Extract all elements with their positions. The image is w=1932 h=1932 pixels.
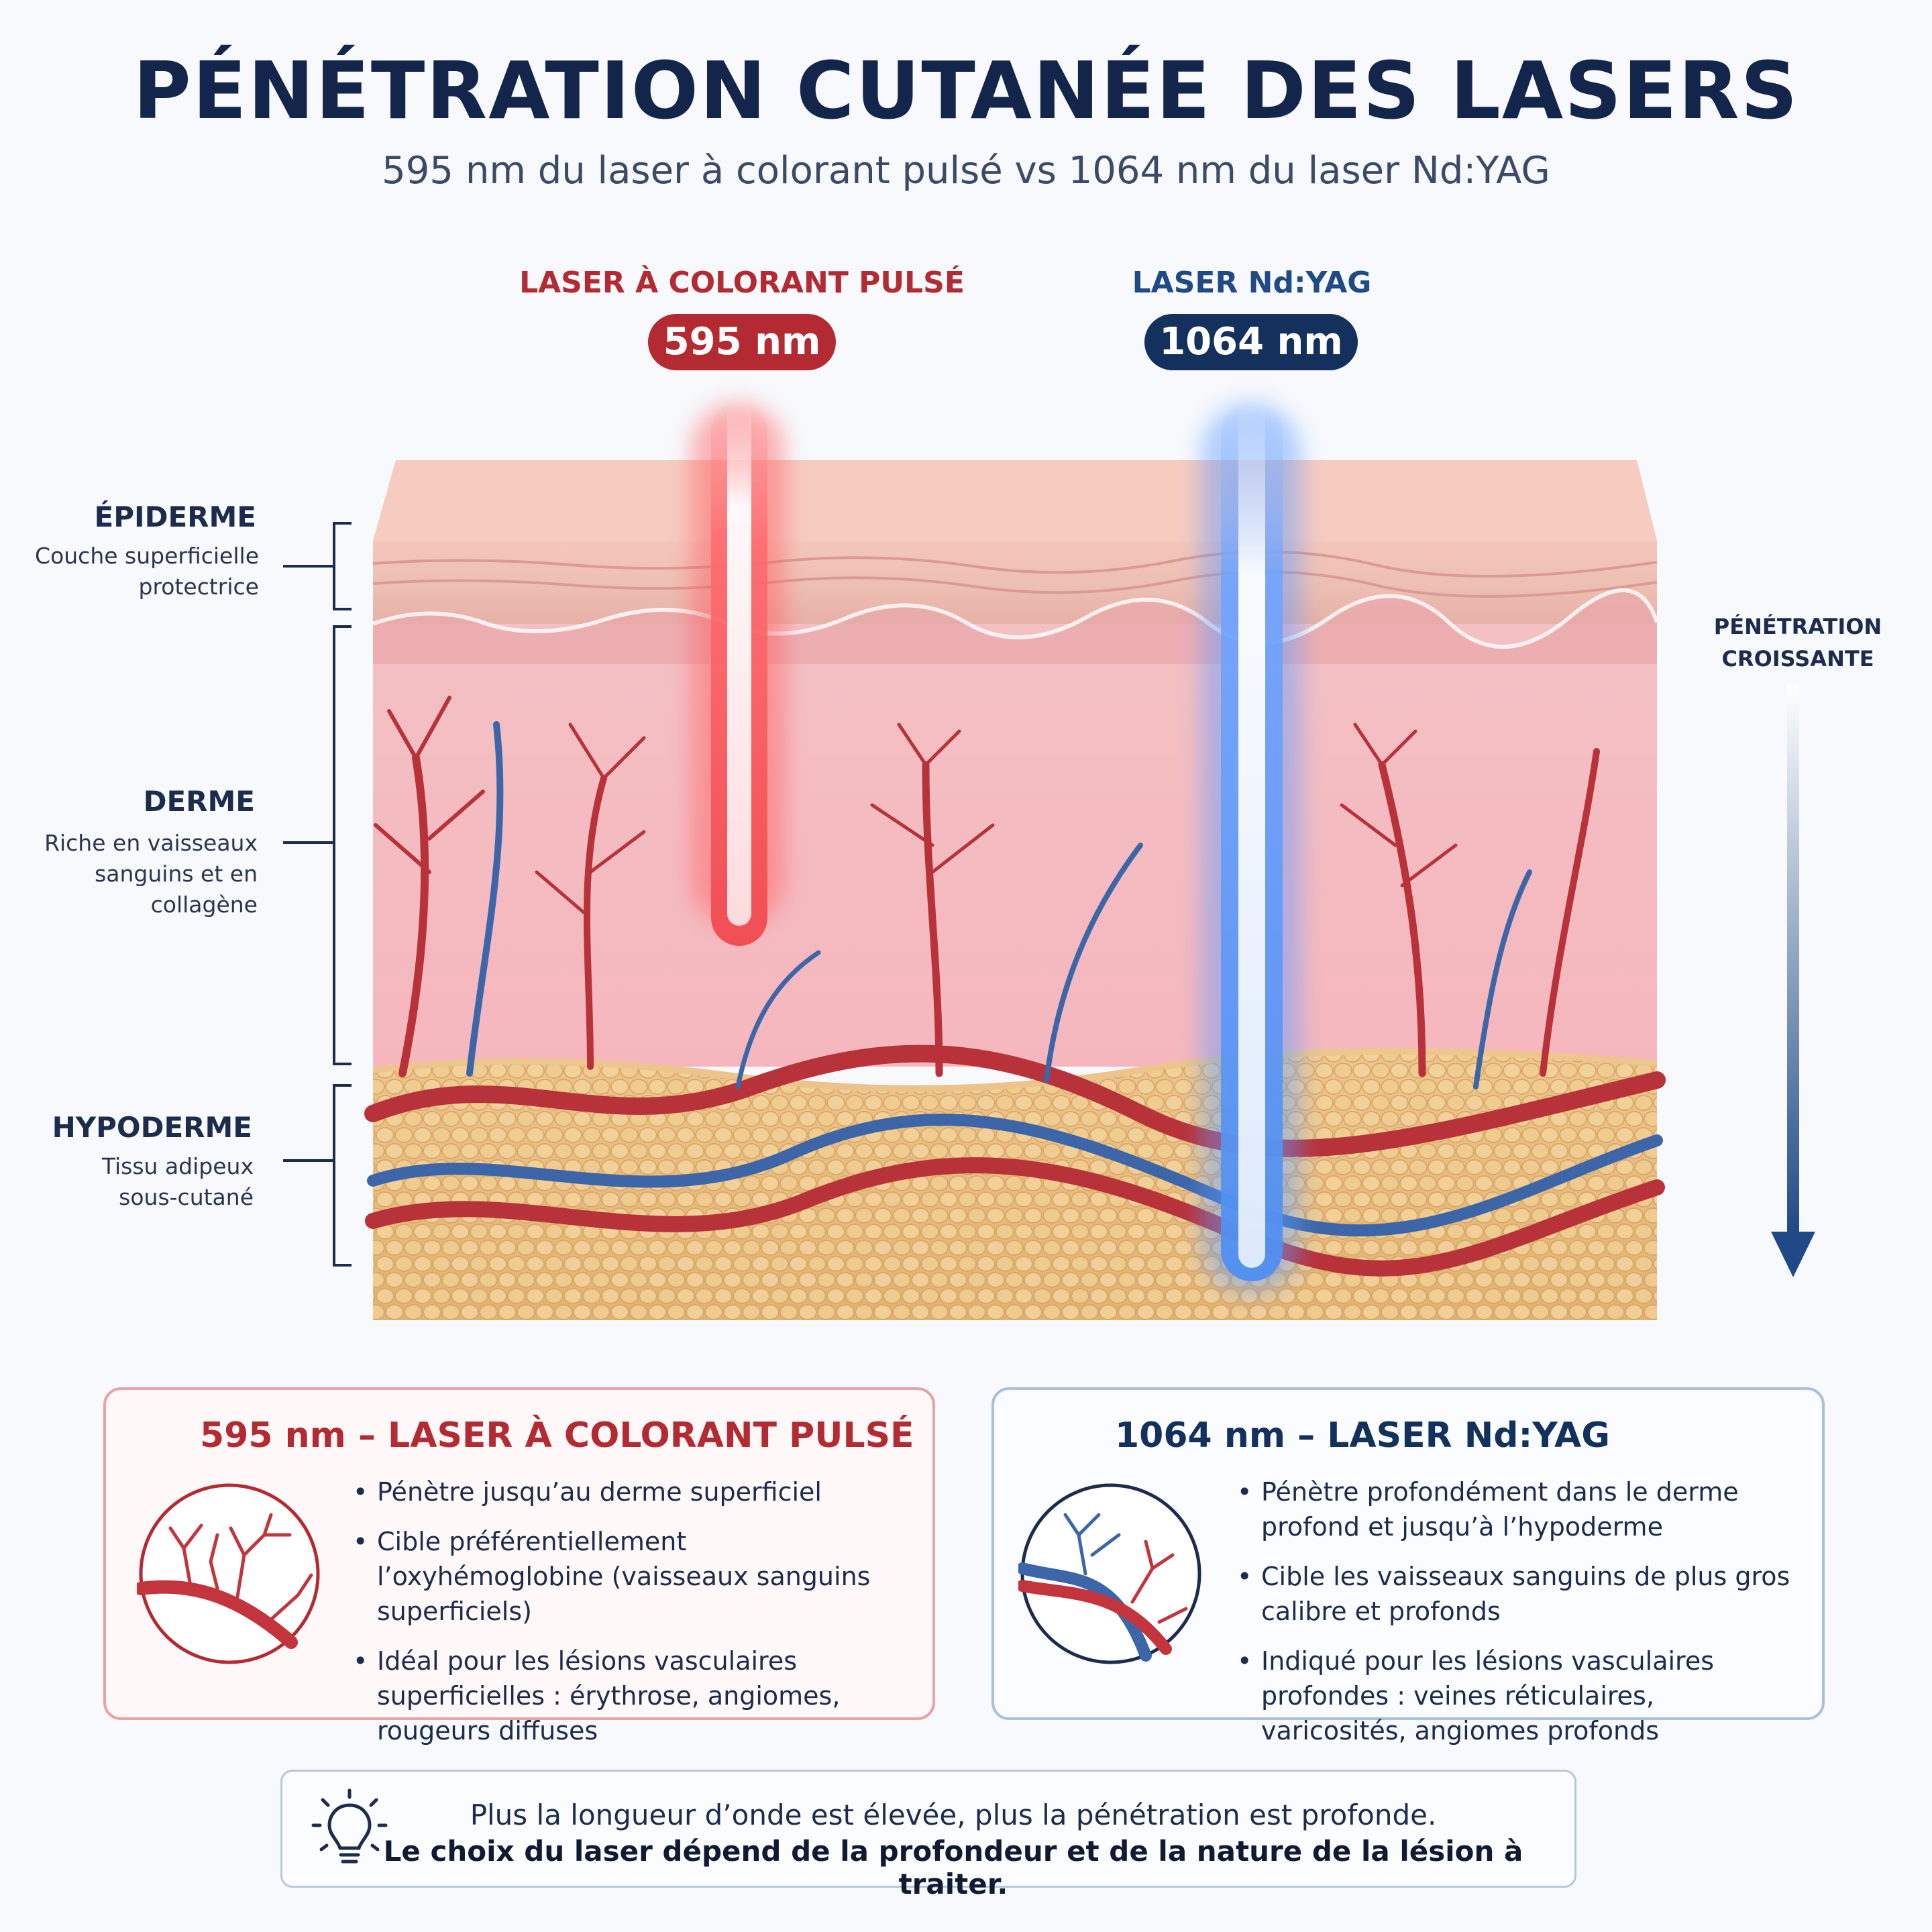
arrow-down-icon (1771, 684, 1815, 1277)
epiderme-layer (373, 541, 1657, 624)
pdl-wavelength-badge: 595 nm (648, 314, 836, 370)
layer-brackets (283, 522, 352, 1267)
penetration-label-line1: PÉNÉTRATION (1713, 614, 1882, 639)
pdl-bullet-list: Pénètre jusqu’au derme superficiel Cible… (353, 1474, 910, 1763)
hypoderme-desc-line2: sous-cutané (119, 1184, 254, 1210)
ndyag-laser-beam (1201, 402, 1301, 1295)
pdl-card-title: 595 nm – LASER À COLORANT PULSÉ (200, 1415, 914, 1456)
derme-desc-line2: sanguins et en (95, 861, 258, 887)
pdl-bullet-2: Cible préférentiellement l’oxyhémoglobin… (353, 1524, 910, 1629)
superficial-vessels-icon (137, 1483, 320, 1664)
epiderme-desc-line1: Couche superficielle (35, 543, 259, 569)
blood-vessels (364, 696, 1666, 1277)
ndyag-wavelength-badge: 1064 nm (1144, 314, 1358, 370)
ndyag-bullet-1: Pénètre profondément dans le derme profo… (1237, 1474, 1801, 1544)
page-title: PÉNÉTRATION CUTANÉE DES LASERS (133, 44, 1799, 137)
ndyag-card-title: 1064 nm – LASER Nd:YAG (1115, 1415, 1610, 1456)
derme-desc-line3: collagène (150, 892, 258, 918)
footer-line-2: Le choix du laser dépend de la profondeu… (383, 1835, 1523, 1900)
skin-top-surface (373, 460, 1657, 541)
hypoderme-title: HYPODERME (52, 1111, 252, 1144)
epiderme-desc-line2: protectrice (138, 574, 260, 600)
pdl-bullet-1: Pénètre jusqu’au derme superficiel (353, 1474, 910, 1509)
skin-cross-section (283, 402, 1815, 1320)
derme-layer (373, 624, 1657, 1067)
footer-line-1: Plus la longueur d’onde est élevée, plus… (470, 1799, 1437, 1831)
lightbulb-icon (311, 1788, 388, 1864)
pdl-laser-beam (691, 402, 785, 946)
page-subtitle: 595 nm du laser à colorant pulsé vs 1064… (382, 149, 1550, 193)
ndyag-laser-label: LASER Nd:YAG (1132, 266, 1372, 300)
footer-note: Plus la longueur d’onde est élevée, plus… (280, 1770, 1576, 1900)
pdl-laser-label: LASER À COLORANT PULSÉ (519, 266, 965, 300)
ndyag-bullet-list: Pénètre profondément dans le derme profo… (1237, 1474, 1801, 1763)
epiderme-title: ÉPIDERME (94, 500, 256, 533)
pdl-info-card: 595 nm – LASER À COLORANT PULSÉ Pénètre … (103, 1387, 935, 1746)
ndyag-bullet-3: Indiqué pour les lésions vasculaires pro… (1237, 1644, 1801, 1748)
penetration-label-line2: CROISSANTE (1721, 646, 1874, 672)
hypoderme-desc-line1: Tissu adipeux (101, 1153, 254, 1179)
pdl-bullet-3: Idéal pour les lésions vasculaires super… (353, 1644, 910, 1748)
ndyag-bullet-2: Cible les vaisseaux sanguins de plus gro… (1237, 1559, 1801, 1629)
derme-desc-line1: Riche en vaisseaux (44, 830, 258, 856)
ndyag-info-card: 1064 nm – LASER Nd:YAG Pénètre profondém… (991, 1387, 1825, 1746)
derme-title: DERME (143, 785, 255, 818)
deep-vessels-icon (1018, 1483, 1201, 1664)
